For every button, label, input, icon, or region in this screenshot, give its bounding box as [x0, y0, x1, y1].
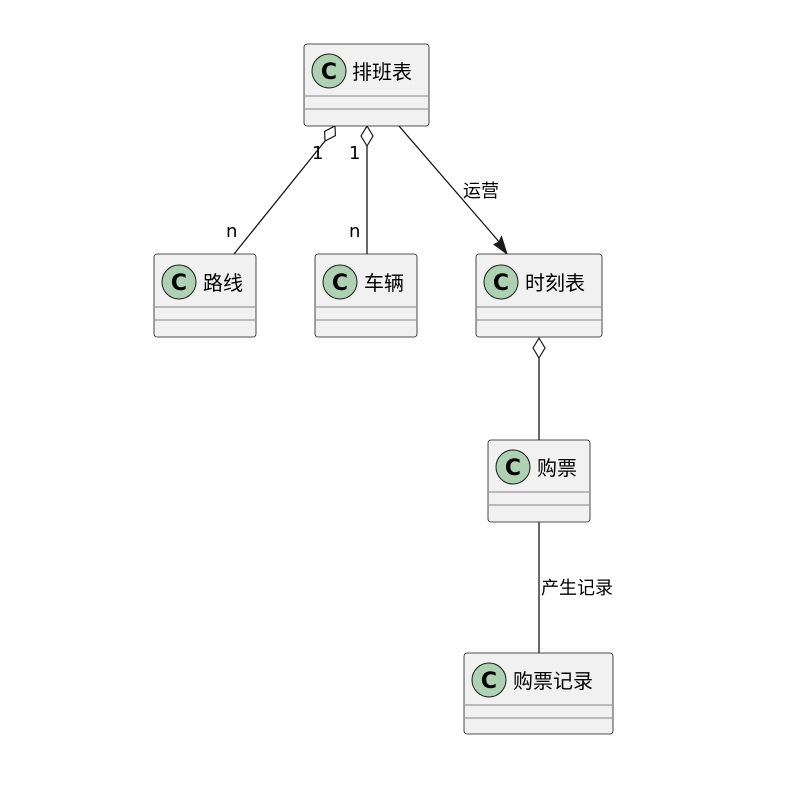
class-timetable[interactable]: C 时刻表 — [475, 253, 603, 338]
aggregation-diamond — [532, 336, 546, 360]
class-stereotype-icon — [471, 662, 507, 698]
edge-schedule-vehicle — [360, 124, 374, 254]
aggregation-diamond — [360, 124, 374, 148]
mult-schedule-vehicle-n: n — [349, 221, 360, 242]
edge-schedule-route — [233, 125, 337, 255]
class-ticket[interactable]: C 购票 — [487, 439, 591, 523]
mult-schedule-route-n: n — [226, 221, 237, 242]
aggregation-diamond — [323, 125, 337, 142]
class-name: 路线 — [203, 271, 243, 295]
stereotype-letter: C — [481, 669, 497, 694]
class-name: 排班表 — [352, 60, 412, 84]
class-name: 时刻表 — [525, 271, 585, 295]
stereotype-letter: C — [332, 271, 348, 296]
edge-timetable-ticket — [532, 336, 546, 440]
class-stereotype-icon — [161, 264, 197, 300]
class-name: 车辆 — [364, 271, 404, 295]
class-name: 购票记录 — [513, 669, 593, 693]
class-ticket-record[interactable]: C 购票记录 — [463, 652, 614, 735]
class-route[interactable]: C 路线 — [153, 253, 257, 338]
stereotype-letter: C — [321, 60, 337, 85]
class-stereotype-icon — [311, 53, 347, 89]
stereotype-letter: C — [505, 456, 521, 481]
mult-schedule-route-1: 1 — [312, 143, 323, 164]
class-schedule[interactable]: C 排班表 — [303, 43, 430, 127]
class-stereotype-icon — [483, 264, 519, 300]
class-name: 购票 — [537, 456, 577, 480]
edge-schedule-timetable — [398, 125, 508, 256]
label-operates: 运营 — [463, 181, 499, 202]
stereotype-letter: C — [171, 271, 187, 296]
mult-schedule-vehicle-1: 1 — [349, 143, 360, 164]
label-generates-record: 产生记录 — [541, 578, 613, 599]
stereotype-letter: C — [493, 271, 509, 296]
class-stereotype-icon — [322, 264, 358, 300]
class-stereotype-icon — [495, 449, 531, 485]
class-vehicle[interactable]: C 车辆 — [314, 253, 418, 338]
arrowhead — [493, 235, 508, 256]
